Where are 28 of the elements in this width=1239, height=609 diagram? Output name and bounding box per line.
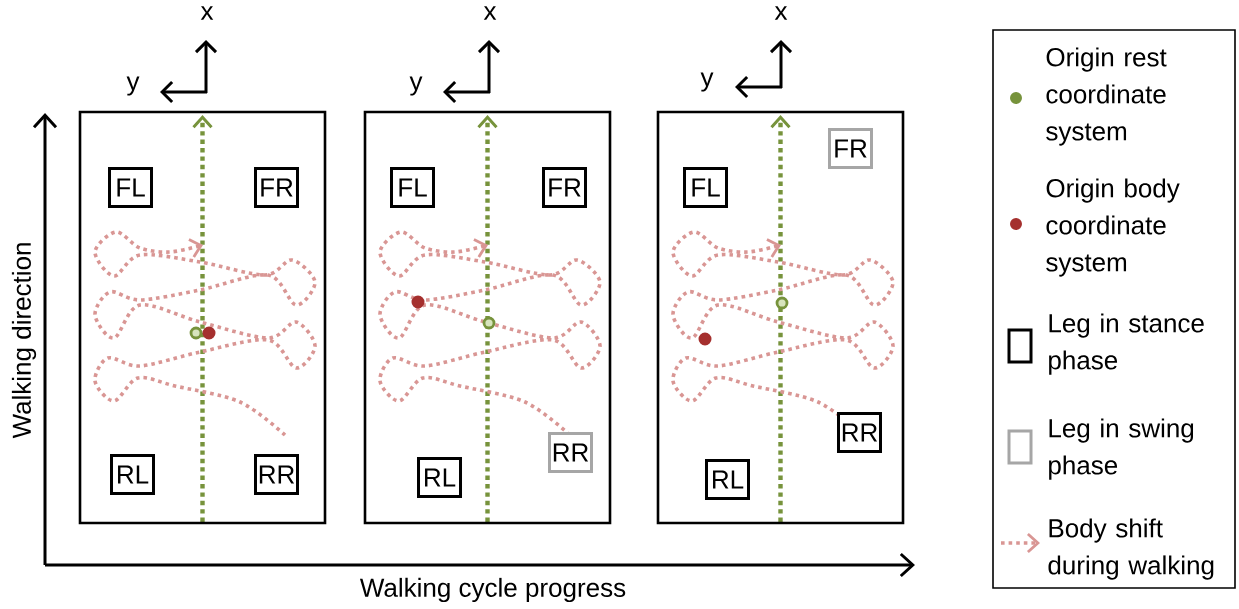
leg-box: FR bbox=[254, 167, 299, 208]
legend-text: Origin rest coordinate system bbox=[1046, 47, 1167, 146]
legend-text: Leg in swing phase bbox=[1049, 418, 1194, 480]
legend-text: Origin body coordinate system bbox=[1046, 178, 1180, 277]
leg-box: RL bbox=[110, 454, 155, 495]
leg-box: RL bbox=[705, 459, 750, 500]
leg-box: RL bbox=[417, 457, 462, 498]
leg-box: FL bbox=[108, 167, 153, 208]
panel-box bbox=[78, 110, 327, 525]
axis-label: x bbox=[483, 6, 497, 20]
axis-label: x bbox=[200, 6, 214, 20]
leg-box: RR bbox=[548, 432, 593, 473]
legend-text: Body shift during walking bbox=[1048, 518, 1214, 580]
panel-box bbox=[656, 110, 905, 525]
panel-box bbox=[363, 110, 612, 525]
axis-label: y bbox=[700, 72, 714, 92]
leg-box: FL bbox=[683, 167, 728, 208]
leg-box: FR bbox=[542, 167, 587, 208]
axis-title: Walking direction bbox=[11, 243, 37, 439]
leg-box: FL bbox=[390, 167, 435, 208]
axis-label: y bbox=[126, 76, 140, 96]
axis-label: x bbox=[774, 6, 788, 20]
leg-box: RR bbox=[837, 412, 882, 453]
legend-text: Leg in stance phase bbox=[1049, 313, 1204, 375]
axis-label: y bbox=[409, 76, 423, 96]
leg-box: RR bbox=[254, 454, 299, 495]
axis-title: Walking cycle progress bbox=[359, 577, 626, 603]
leg-box: FR bbox=[828, 128, 873, 169]
